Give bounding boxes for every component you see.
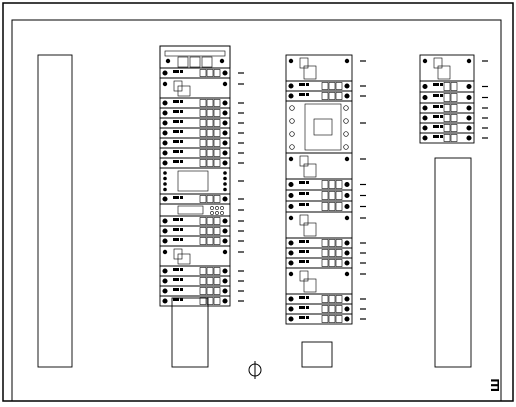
breaker-module (159, 285, 244, 297)
cable-duct-1 (37, 54, 73, 368)
breaker-module (159, 97, 244, 109)
breaker-module (159, 193, 244, 205)
breaker-module (285, 200, 366, 213)
breaker-module (159, 127, 244, 139)
rcd-module (285, 54, 366, 82)
breaker-module (159, 215, 244, 227)
cable-duct-3 (301, 341, 333, 368)
breaker-module (419, 91, 488, 104)
rcd-module (419, 54, 488, 82)
breaker-module (285, 237, 366, 249)
breaker-module (419, 80, 488, 93)
breaker-column-4 (419, 54, 488, 144)
main-switch-header (159, 45, 231, 69)
breaker-module (285, 90, 366, 102)
breaker-module (159, 67, 244, 79)
rcd-module (285, 211, 366, 239)
breaker-module (159, 275, 244, 287)
cable-duct-4 (434, 157, 472, 368)
relay-module (159, 203, 244, 217)
breaker-module (159, 137, 244, 149)
breaker-module (285, 303, 366, 315)
breaker-module (285, 247, 366, 259)
breaker-module (159, 107, 244, 119)
breaker-module (285, 293, 366, 305)
breaker-module (419, 112, 488, 124)
breaker-module (285, 178, 366, 191)
corner-mark: Ш (489, 378, 502, 392)
breaker-column-2 (159, 67, 244, 307)
rcd-module (285, 152, 366, 180)
breaker-module (159, 117, 244, 129)
breaker-module (419, 132, 488, 144)
rcd-module (285, 267, 366, 295)
breaker-module (419, 122, 488, 134)
breaker-module (159, 225, 244, 237)
cable-duct-2 (171, 297, 209, 368)
breaker-module (285, 313, 366, 325)
breaker-module (159, 235, 244, 247)
breaker-module (159, 265, 244, 277)
inner-border (11, 19, 502, 402)
breaker-module (159, 295, 244, 307)
breaker-column-3 (285, 54, 366, 325)
breaker-module (159, 147, 244, 159)
breaker-module (159, 157, 244, 169)
center-symbol-icon (248, 361, 262, 379)
contactor-module (159, 167, 244, 195)
breaker-module (285, 80, 366, 92)
breaker-module (419, 102, 488, 114)
breaker-module (285, 189, 366, 202)
terminal-block-section (285, 100, 366, 154)
outer-border (2, 2, 514, 402)
rcd-module (159, 245, 244, 267)
rcd-module (159, 77, 244, 99)
breaker-module (285, 257, 366, 269)
